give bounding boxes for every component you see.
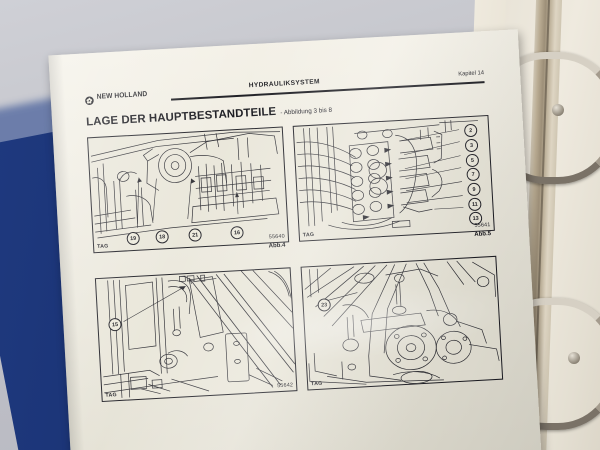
figure-abb4-caption: Abb.4 — [268, 242, 286, 250]
figure-55642-tag: TAG — [105, 392, 118, 399]
figure-abb5: 2 3 5 7 9 11 13 TAG 55641 Abb.5 — [292, 114, 495, 251]
figure-abb5-code: 55641 — [474, 222, 491, 229]
brand-logo: NEW HOLLAND — [84, 89, 151, 106]
figure-abb4-code: 55640 — [268, 233, 286, 241]
ring-tip-bottom-right — [568, 352, 580, 364]
figure-55642: 15 TAG 55642 — [94, 267, 298, 408]
figure-55642-code: 55642 — [277, 382, 294, 390]
leaf-emblem-icon — [84, 92, 94, 106]
figure-abb4: 19 18 21 16 TAG 55640 Abb.4 — [87, 126, 290, 263]
figure-55642-box: 15 TAG 55642 — [94, 267, 298, 403]
figure-abb4-lineart — [88, 128, 288, 253]
figure-abb5-caption: Abb.5 — [474, 231, 492, 238]
ring-tip-top-right — [552, 104, 564, 116]
figure-abb5-box: 2 3 5 7 9 11 13 TAG 55641 — [292, 114, 495, 242]
figure-55642-lineart — [96, 268, 297, 401]
figure-abb5-lineart — [294, 116, 494, 241]
page-header: NEW HOLLAND HYDRAULIKSYSTEM Kapitel 14 — [84, 67, 485, 111]
figure-abb4-tag: TAG — [96, 243, 109, 251]
figure-bottom-right-tag: TAG — [310, 380, 323, 388]
figure-abb4-box: 19 18 21 16 TAG 55640 — [87, 126, 290, 254]
figure-abb5-tag: TAG — [302, 231, 315, 239]
figure-grid: 19 18 21 16 TAG 55640 Abb.4 — [87, 114, 504, 408]
figure-bottom-right: 23 TAG — [300, 255, 504, 397]
figure-bottom-right-box: 23 TAG — [300, 255, 504, 391]
page-subtitle: - Abbildung 3 bis 8 — [280, 106, 333, 117]
manual-page: NEW HOLLAND HYDRAULIKSYSTEM Kapitel 14 L… — [48, 29, 542, 450]
chapter-label: Kapitel 14 — [458, 70, 485, 78]
figure-bottom-right-lineart — [302, 257, 503, 390]
page-content: NEW HOLLAND HYDRAULIKSYSTEM Kapitel 14 L… — [84, 67, 505, 450]
